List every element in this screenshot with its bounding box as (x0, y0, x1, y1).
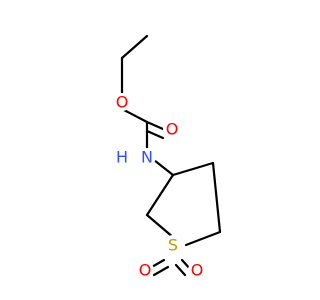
atom-labels: O O H N S O O (113, 93, 206, 280)
sulfonyl-oxygen-right-background (188, 261, 206, 279)
bond-c5-s (184, 230, 222, 247)
bond-c4-c5 (211, 161, 222, 234)
bond-ch3-ch2 (120, 34, 149, 60)
sulfur-label: S (168, 236, 178, 255)
nitrogen-hydrogen-label: H (116, 148, 128, 167)
bond-c-o-double-1 (145, 120, 165, 131)
molecule-structure: O O H N S O O (113, 34, 222, 280)
sulfur-background (163, 235, 183, 255)
bond-o-c (122, 108, 149, 124)
ester-oxygen-label: O (116, 93, 129, 112)
bond-s-c2 (145, 213, 176, 240)
bond-c3-c4 (171, 161, 215, 177)
bond-s-o-left-2 (152, 265, 170, 277)
nitrogen-label: N (141, 148, 153, 167)
sulfonyl-oxygen-right-label: O (191, 261, 204, 280)
carbonyl-oxygen-label: O (166, 120, 179, 139)
carbonyl-oxygen-background (163, 120, 181, 138)
bond-n-c3 (152, 158, 175, 177)
nitrogen-background (113, 147, 133, 167)
bond-c-o-double-2 (145, 129, 165, 140)
bond-s-o-right-2 (174, 263, 187, 277)
sulfonyl-oxygen-left-background (136, 261, 154, 279)
bond-c2-c3 (145, 173, 175, 217)
sulfonyl-oxygen-left-label: O (139, 261, 152, 280)
nitrogen-background-right (138, 148, 156, 166)
ester-oxygen-background (113, 93, 131, 111)
